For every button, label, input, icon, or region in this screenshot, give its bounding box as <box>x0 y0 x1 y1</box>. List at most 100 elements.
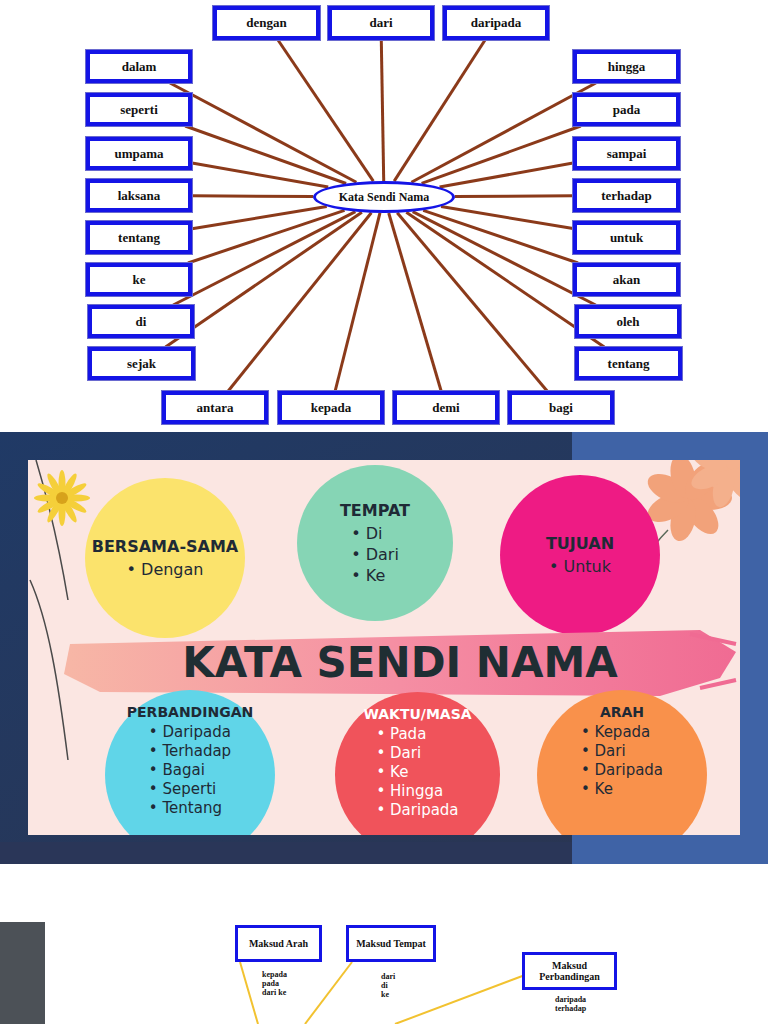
connector-stroke <box>192 194 313 198</box>
bullet-item: • Ke <box>376 763 458 782</box>
connector-stroke <box>166 212 362 347</box>
node-label: demi <box>432 400 459 416</box>
node-label: akan <box>613 272 640 288</box>
word-list: kepada pada dari ke <box>262 970 287 997</box>
node-label: pada <box>613 102 640 118</box>
word-box: dengan <box>213 6 320 40</box>
connector-line <box>411 83 595 182</box>
section-ground <box>0 432 768 864</box>
connector-stroke <box>335 213 380 391</box>
node-label: seperti <box>120 102 158 118</box>
word-box: daripada <box>443 6 549 40</box>
connector-stroke <box>394 40 485 181</box>
bullet-item: • Dari <box>351 544 399 565</box>
node-label: Maksud Perbandingan <box>529 960 610 982</box>
category-heading: PERBANDINGAN <box>127 704 253 720</box>
connector-line <box>423 210 578 263</box>
connector-line <box>166 212 362 347</box>
word-box: seperti <box>86 93 192 126</box>
category-circle: PERBANDINGAN • Daripada• Terhadap• Bagai•… <box>105 690 275 835</box>
bullet-list: • Kepada• Dari• Daripada• Ke <box>581 723 663 799</box>
leader-lines <box>240 962 525 1024</box>
connector-stroke <box>422 126 581 183</box>
connector-line <box>381 40 383 181</box>
connector-line <box>455 195 573 197</box>
connector-line <box>441 207 573 229</box>
connector-stroke <box>170 83 356 182</box>
node-label: oleh <box>616 314 639 330</box>
word-box: sejak <box>88 347 195 380</box>
node-label: Kata Sendi Nama <box>339 190 430 205</box>
bullet-item: • Ke <box>351 565 399 586</box>
connector-line <box>389 213 441 391</box>
connector-line <box>397 213 547 391</box>
bullet-item: • Daripada <box>376 801 458 820</box>
node-label: dari <box>369 15 392 31</box>
connector-stroke <box>188 210 345 263</box>
meaning-box: Maksud Perbandingan <box>522 952 617 990</box>
connector-stroke <box>192 163 328 187</box>
connector-line <box>170 83 356 182</box>
connector-stroke <box>413 212 596 305</box>
bullet-list: • Di• Dari• Ke <box>351 523 399 586</box>
connector-stroke <box>440 163 573 187</box>
category-heading: TEMPAT <box>340 501 410 520</box>
word-box: untuk <box>573 221 680 254</box>
bullet-list: • Daripada• Terhadap• Bagai• Seperti• Te… <box>149 723 231 818</box>
word-box: dalam <box>86 50 192 83</box>
connector-stroke <box>173 212 355 305</box>
connector-stroke <box>441 207 573 229</box>
node-label: tentang <box>118 230 160 246</box>
word-box: demi <box>393 391 499 424</box>
connector-line <box>413 212 596 305</box>
bullet-item: • Kepada <box>581 723 663 742</box>
node-label: umpama <box>114 146 163 162</box>
word-list: dari di ke <box>381 972 395 999</box>
node-label: untuk <box>610 230 643 246</box>
node-label: kepada <box>311 400 351 416</box>
word-box: sampai <box>573 137 680 170</box>
bullet-item: • Terhadap <box>149 742 231 761</box>
word-box: laksana <box>86 179 192 212</box>
word-box: umpama <box>86 137 192 170</box>
connector-line <box>192 206 327 228</box>
bullet-item: • Di <box>351 523 399 544</box>
word-box: terhadap <box>573 179 680 212</box>
node-label: daripada <box>471 15 522 31</box>
category-circle: TEMPAT • Di• Dari• Ke <box>297 465 453 621</box>
connector-line <box>335 213 380 391</box>
title-band: KATA SENDI NAMA <box>60 622 740 702</box>
node-label: ke <box>133 272 146 288</box>
connector-stroke <box>185 126 346 183</box>
node-label: terhadap <box>601 188 652 204</box>
bullet-item: • Dari <box>581 742 663 761</box>
word-box: bagi <box>508 391 614 424</box>
connector-line <box>422 126 581 183</box>
node-label: Maksud Tempat <box>356 938 426 949</box>
bullet-item: • Hingga <box>376 782 458 801</box>
node-label: antara <box>197 400 234 416</box>
node-label: tentang <box>608 356 650 372</box>
node-label: hingga <box>608 59 646 75</box>
connector-line <box>394 40 485 181</box>
word-box: hingga <box>573 50 680 83</box>
word-box: oleh <box>575 305 681 338</box>
bullet-item: • Daripada <box>149 723 231 742</box>
word-box: tentang <box>86 221 192 254</box>
connector-stroke <box>228 213 371 391</box>
word-box: ke <box>86 263 192 296</box>
connector-stroke <box>192 206 327 228</box>
bullet-list: • Dengan <box>127 559 204 580</box>
bullet-item: • Bagai <box>149 761 231 780</box>
bullet-list: • Pada• Dari• Ke• Hingga• Daripada <box>376 725 458 820</box>
connector-stroke <box>423 210 578 263</box>
node-label: di <box>136 314 147 330</box>
category-circle: BERSAMA-SAMA• Dengan <box>85 478 245 638</box>
connector-line <box>228 213 371 391</box>
node-label: dalam <box>122 59 157 75</box>
word-box: akan <box>573 263 680 296</box>
meaning-box: Maksud Arah <box>235 925 322 962</box>
node-label: sejak <box>127 356 156 372</box>
connector-line <box>188 210 345 263</box>
connector-stroke <box>455 194 573 198</box>
